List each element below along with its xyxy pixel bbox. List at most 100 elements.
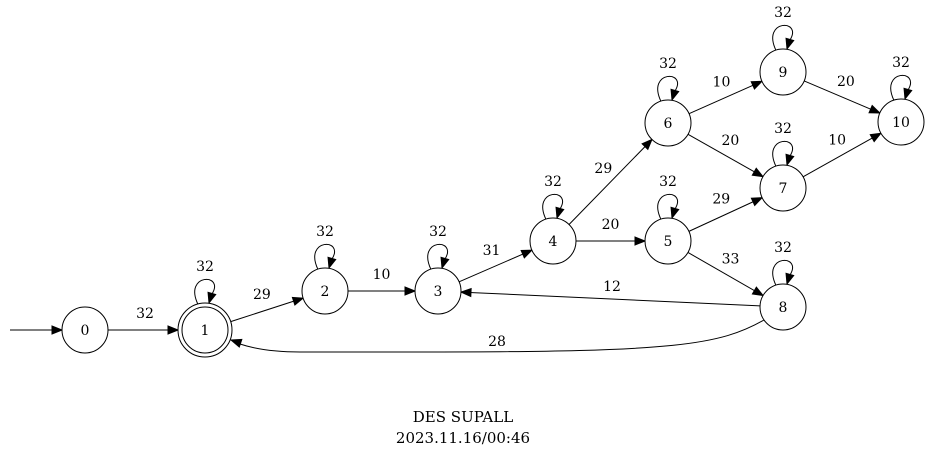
transition-5-to-8: [687, 252, 764, 296]
transition-10-to-10-arrowhead: [903, 87, 913, 101]
state-4: 4: [529, 217, 577, 265]
transition-2-to-2: [314, 243, 335, 270]
transition-4-to-6-label: 29: [594, 161, 612, 177]
state-0-circle: [61, 306, 109, 354]
transition-10-to-10-label: 32: [892, 55, 910, 71]
transition-5-to-7-label: 29: [712, 191, 730, 207]
state-0-label: 0: [81, 323, 90, 339]
transition-4-to-4-label: 32: [544, 174, 562, 190]
transition-9-to-10: [803, 80, 881, 114]
transition-9-to-10-label: 20: [837, 74, 855, 90]
state-4-label: 4: [549, 234, 558, 250]
state-1-label: 1: [201, 323, 210, 339]
transition-4-to-5-arrowhead: [634, 236, 647, 246]
state-7-circle: [759, 164, 807, 212]
initial-state-arrowhead: [51, 325, 64, 335]
transitions-layer: [10, 24, 913, 353]
transition-6-to-6: [657, 75, 678, 102]
state-0: 0: [61, 306, 109, 354]
transition-8-to-8-label: 32: [774, 240, 792, 256]
transition-3-to-4-arrowhead: [520, 249, 534, 259]
transition-2-to-2-arrowhead: [327, 256, 337, 270]
transition-6-to-7-arrowhead: [751, 167, 765, 178]
transition-3-to-4: [458, 249, 533, 283]
transition-8-to-3-label: 12: [603, 279, 621, 295]
transition-7-to-7: [772, 140, 793, 167]
transition-9-to-9-label: 32: [774, 5, 792, 21]
state-3-circle: [414, 267, 462, 315]
transition-1-to-1-arrowhead: [207, 291, 217, 305]
state-10-circle: [877, 98, 925, 146]
transition-9-to-9: [772, 24, 793, 51]
transition-8-to-3-arrowhead: [459, 287, 472, 298]
state-8-circle: [759, 283, 807, 331]
transition-9-to-10-arrowhead: [868, 104, 882, 114]
transition-8-to-1: [239, 319, 765, 353]
state-7-label: 7: [779, 181, 788, 197]
diagram-title: DES SUPALL: [413, 408, 513, 426]
transition-3-to-3-label: 32: [429, 224, 447, 240]
transition-4-to-5-label: 20: [602, 217, 620, 233]
transition-10-to-10: [890, 74, 911, 101]
transition-7-to-10: [802, 132, 882, 178]
state-2-label: 2: [321, 284, 330, 300]
state-6-circle: [644, 99, 692, 147]
state-9-label: 9: [779, 65, 788, 81]
transition-6-to-9-arrowhead: [750, 80, 764, 90]
state-2-circle: [301, 267, 349, 315]
state-10-label: 10: [892, 115, 910, 131]
transition-3-to-4-label: 31: [483, 243, 501, 259]
state-3: 3: [414, 267, 462, 315]
transition-5-to-5: [657, 193, 678, 220]
transition-2-to-3-arrowhead: [404, 286, 417, 296]
transition-7-to-10-label: 10: [828, 132, 846, 148]
state-3-label: 3: [434, 284, 443, 300]
transition-4-to-4-arrowhead: [555, 206, 565, 220]
transition-8-to-1-label: 28: [488, 334, 506, 350]
transition-1-to-2: [230, 297, 304, 323]
transition-8-to-1-arrowhead: [229, 338, 243, 348]
state-4-circle: [529, 217, 577, 265]
state-8-label: 8: [779, 300, 788, 316]
transition-8-to-3: [460, 291, 761, 307]
state-7: 7: [759, 164, 807, 212]
transition-4-to-6: [568, 139, 653, 225]
transition-2-to-2-label: 32: [316, 224, 334, 240]
transition-5-to-7-arrowhead: [750, 197, 764, 207]
state-1: 1: [177, 302, 233, 358]
state-5-circle: [644, 217, 692, 265]
transition-5-to-5-label: 32: [659, 174, 677, 190]
transition-7-to-10-arrowhead: [869, 132, 883, 143]
transition-7-to-7-label: 32: [774, 121, 792, 137]
transition-2-to-3-label: 10: [373, 267, 391, 283]
transition-5-to-5-arrowhead: [670, 206, 680, 220]
transition-3-to-3: [427, 243, 448, 270]
state-5: 5: [644, 217, 692, 265]
transition-0-to-1-arrowhead: [167, 325, 180, 335]
transition-6-to-6-label: 32: [659, 56, 677, 72]
transition-6-to-9-label: 10: [713, 74, 731, 90]
transition-1-to-1-label: 32: [196, 259, 214, 275]
diagram-timestamp: 2023.11.16/00:46: [396, 429, 530, 447]
state-8: 8: [759, 283, 807, 331]
transition-3-to-3-arrowhead: [440, 256, 450, 270]
transition-1-to-1: [194, 278, 215, 305]
state-2: 2: [301, 267, 349, 315]
transition-5-to-7: [688, 197, 763, 232]
transition-6-to-6-arrowhead: [670, 88, 680, 102]
state-5-label: 5: [664, 234, 673, 250]
transition-6-to-7-label: 20: [722, 133, 740, 149]
state-10: 10: [877, 98, 925, 146]
state-6-label: 6: [664, 116, 673, 132]
transition-4-to-4: [542, 193, 563, 220]
state-1-circle: [181, 306, 229, 354]
transition-5-to-8-arrowhead: [751, 286, 765, 297]
transition-1-to-2-label: 29: [253, 287, 271, 303]
transition-8-to-8-arrowhead: [785, 272, 795, 286]
state-9: 9: [759, 48, 807, 96]
transition-labels-layer: 3232293210323132202932293332102032103212…: [136, 5, 910, 350]
state-9-circle: [759, 48, 807, 96]
transition-7-to-7-arrowhead: [785, 153, 795, 167]
